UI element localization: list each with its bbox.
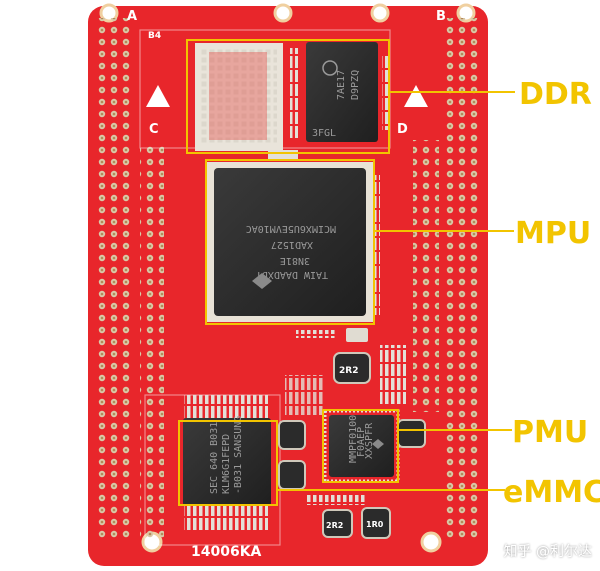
pin-header-right-outer [446,18,482,538]
callout-mpu: MPU [205,159,591,325]
inductor [278,420,306,450]
inductor-1r0-label: 1R0 [366,520,384,529]
pmu-chip [329,415,394,477]
callout-mpu-label: MPU [515,216,591,251]
pin-header-left-inner [140,145,164,540]
silk-ref-b4: B4 [148,31,161,41]
callout-pmu-label: PMU [512,415,588,450]
passive-array [382,55,390,130]
pin1-triangle [146,85,170,107]
ddr-footprint-pads [209,52,267,140]
callout-pmu: PMU [322,409,588,483]
svg-text:-B031 SANSUNG: -B031 SANSUNG [233,416,244,494]
mount-hole [273,3,293,23]
passive-array [296,330,336,338]
callout-pmu-box [322,409,399,483]
mount-hole [420,531,442,553]
pin1-triangle [404,85,428,107]
inductor-1r0 [361,507,391,539]
callout-ddr: DDR [186,39,592,154]
svg-text:XXSPFR: XXSPFR [364,422,375,459]
pmu-chip-marking: MMPF0100 F0AEP XXSPFR [348,415,375,463]
svg-text:MMPF0100: MMPF0100 [348,415,359,463]
svg-text:XAD1527: XAD1527 [271,239,313,250]
svg-text:TAIW DAADXDT: TAIW DAADXDT [256,269,328,280]
emmc-pads-bottom [184,505,268,530]
callout-ddr-box [186,39,390,154]
passive-array [290,48,298,138]
ddr-chip [306,42,378,142]
svg-text:KLM6G1FEPD: KLM6G1FEPD [221,434,232,494]
inductor-2r2-label: 2R2 [339,366,358,376]
mount-hole [370,3,390,23]
svg-text:3N81E: 3N81E [280,255,310,266]
emmc-chip [183,418,271,506]
emmc-chip-marking: SEC 640 B031 KLM6G1FEPD -B031 SANSUNG [209,416,244,494]
ddr-footprint-bga [201,49,277,145]
svg-text:D9PZQ: D9PZQ [350,70,361,100]
callout-ddr-label: DDR [519,77,592,112]
passive-array [268,150,298,160]
callout-emmc-label: eMMC [503,475,600,510]
emmc-pads-top [184,395,268,420]
silk-part-number: 14006KA [191,544,262,560]
pin-header-right-inner [413,140,439,412]
inductor-2r2 [333,352,371,384]
ddr-chip-marking: 7AE17 D9PZQ [336,70,361,100]
callout-mpu-box [205,159,375,325]
inductor [397,419,426,448]
svg-text:7AE17: 7AE17 [336,70,347,100]
svg-text:MCIMX6U5EVM10AC: MCIMX6U5EVM10AC [246,223,336,234]
inductor-2r2-label: 2R2 [326,521,343,530]
watermark: 知乎 @利尔达 [503,544,592,560]
inductor [278,460,306,490]
crystal [346,328,368,342]
passive-array [305,495,365,505]
pin-header-left-outer [97,18,133,538]
svg-text:F0AEP: F0AEP [356,427,367,457]
mpu-chip-marking: TAIW DAADXDT 3N81E XAD1527 MCIMX6U5EVM10… [246,223,336,280]
freescale-logo-icon [252,273,272,289]
freescale-logo-icon [372,439,384,449]
silk-corner-c: C [149,122,159,137]
silk-corner-a: A [127,9,137,24]
callout-emmc-box [178,420,278,506]
passive-array [285,375,323,415]
callout-emmc: eMMC [178,420,600,510]
passive-array [380,345,406,405]
micron-logo-icon [322,60,338,76]
silk-corner-d: D [397,122,408,137]
ddr-chip-foot: 3FGL [312,128,336,139]
mpu-chip [214,168,366,316]
svg-text:SEC 640 B031: SEC 640 B031 [209,422,220,494]
inductor-2r2 [322,509,353,538]
silk-corner-b: B [436,9,446,24]
